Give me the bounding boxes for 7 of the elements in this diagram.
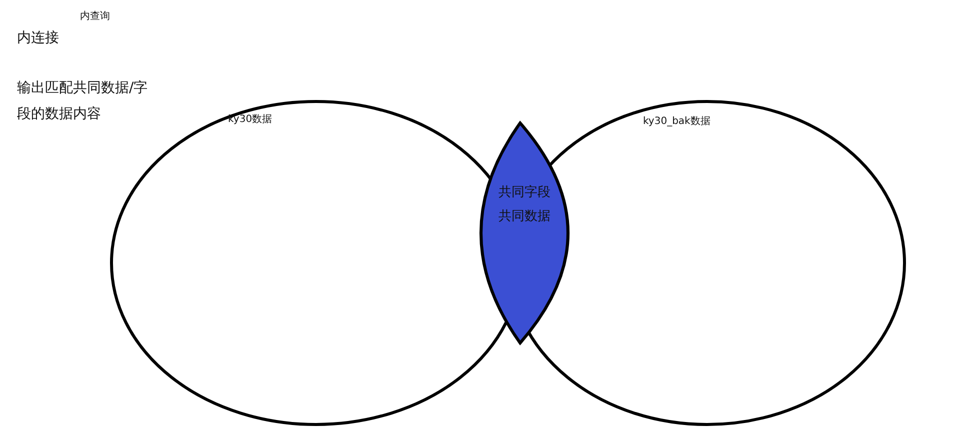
set-label: ky30_bak数据: [643, 115, 710, 128]
heading-text: 内连接: [17, 29, 59, 47]
region-label: 共同字段: [498, 184, 550, 201]
region-label: 共同数据: [498, 208, 550, 225]
description-text: 输出匹配共同数据/字段的数据内容: [17, 79, 149, 124]
note-text: 内查询: [80, 10, 110, 23]
set-label: ky30数据: [228, 113, 272, 126]
